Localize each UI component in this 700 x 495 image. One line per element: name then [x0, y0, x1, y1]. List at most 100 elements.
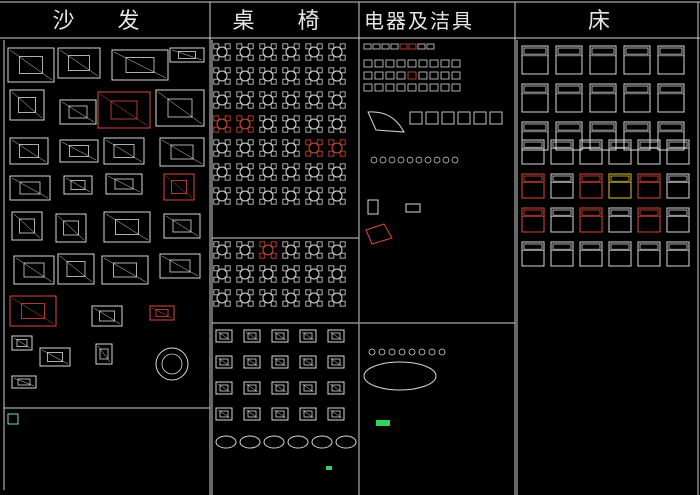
chair: [213, 289, 220, 296]
meeting-seat: [408, 348, 416, 356]
table-chair-block: [236, 187, 254, 205]
appliance-item: [429, 59, 439, 68]
sofa-hatch: [165, 215, 199, 237]
table-top: [308, 46, 320, 58]
bed-frame: [555, 45, 583, 75]
bed-block: [608, 207, 632, 233]
sofa-hatch: [61, 141, 97, 161]
table-chair-block: [236, 43, 254, 61]
chair: [305, 163, 312, 170]
sofa-outline: [13, 255, 55, 285]
chair: [259, 139, 266, 146]
appliance-item: [451, 71, 461, 80]
header-table-chair: 桌 椅: [232, 9, 338, 34]
sofa-hatch: [217, 357, 231, 367]
chair: [247, 187, 254, 194]
sofa-block: [271, 381, 289, 395]
sofa-block: [299, 355, 317, 369]
table-top: [285, 46, 297, 58]
table-chair-block: [236, 91, 254, 109]
chair: [339, 174, 346, 181]
chair: [224, 252, 231, 259]
fixture: [433, 156, 441, 164]
bed-frame: [550, 139, 574, 165]
bed-frame: [521, 173, 545, 199]
chair: [236, 115, 243, 122]
sofa-hatch: [245, 331, 259, 341]
bed-block: [550, 173, 574, 199]
sofa-hatch: [329, 383, 343, 393]
table-top: [262, 166, 274, 178]
sofa-outline: [111, 49, 169, 81]
sofa-seat: [178, 51, 196, 59]
chair: [328, 187, 335, 194]
chair: [282, 198, 289, 205]
chair: [316, 252, 323, 259]
sofa-hatch: [161, 255, 199, 277]
bed-pillow: [639, 141, 659, 148]
sofa-hatch: [273, 357, 287, 367]
sofa-outline: [57, 47, 101, 79]
table-chair-block: [259, 187, 277, 205]
bed-block: [637, 241, 661, 267]
fixture: [388, 156, 396, 164]
chair: [270, 67, 277, 74]
sofa-block: [103, 211, 151, 243]
sink: [457, 111, 471, 125]
green-mark: [326, 466, 332, 470]
sofa-seat: [21, 303, 45, 319]
sofa-block: [215, 381, 233, 395]
chair: [305, 150, 312, 157]
chair: [247, 150, 254, 157]
appliance-item: [363, 83, 373, 92]
chair: [236, 139, 243, 146]
conference-table: [311, 435, 333, 449]
table-chair-block: [213, 163, 231, 181]
table-chair-block: [213, 67, 231, 85]
sofa-hatch: [165, 175, 193, 199]
table-top: [308, 244, 320, 256]
bed-block: [608, 241, 632, 267]
bed-block: [521, 139, 545, 165]
table-chair-block: [282, 139, 300, 157]
bed-pillow: [591, 123, 615, 131]
table-top: [216, 94, 228, 106]
bed-frame: [666, 173, 690, 199]
bed-pillow: [552, 175, 572, 182]
chair: [236, 91, 243, 98]
sofa-block: [243, 381, 261, 395]
chair: [282, 43, 289, 50]
chair: [247, 139, 254, 146]
table-chair-block: [259, 289, 277, 307]
chair: [293, 198, 300, 205]
table-chair-block: [328, 115, 346, 133]
chair: [328, 276, 335, 283]
chair: [270, 43, 277, 50]
bed-block: [589, 45, 617, 75]
chair: [328, 241, 335, 248]
bed-pillow: [523, 243, 543, 250]
appliance-item: [418, 71, 428, 80]
sofa-hatch: [105, 139, 143, 163]
bed-pillow: [523, 123, 547, 131]
sofa-seat: [113, 262, 137, 278]
table-chair-block: [282, 289, 300, 307]
conference-table: [263, 435, 285, 449]
bed-frame: [555, 121, 583, 151]
sofa-seat: [275, 410, 285, 418]
sofa-seat: [167, 98, 193, 118]
sofa-seat: [68, 105, 88, 119]
sofa-hatch: [103, 257, 147, 283]
chair: [270, 265, 277, 272]
sofa-hatch: [59, 255, 93, 283]
chair: [270, 198, 277, 205]
chair: [213, 163, 220, 170]
chair: [305, 102, 312, 109]
chair: [316, 300, 323, 307]
sofa-hatch: [57, 215, 85, 241]
sofa-block: [95, 343, 113, 365]
chair: [328, 163, 335, 170]
sofa-seat: [47, 352, 63, 362]
chair: [328, 289, 335, 296]
table-top: [308, 268, 320, 280]
